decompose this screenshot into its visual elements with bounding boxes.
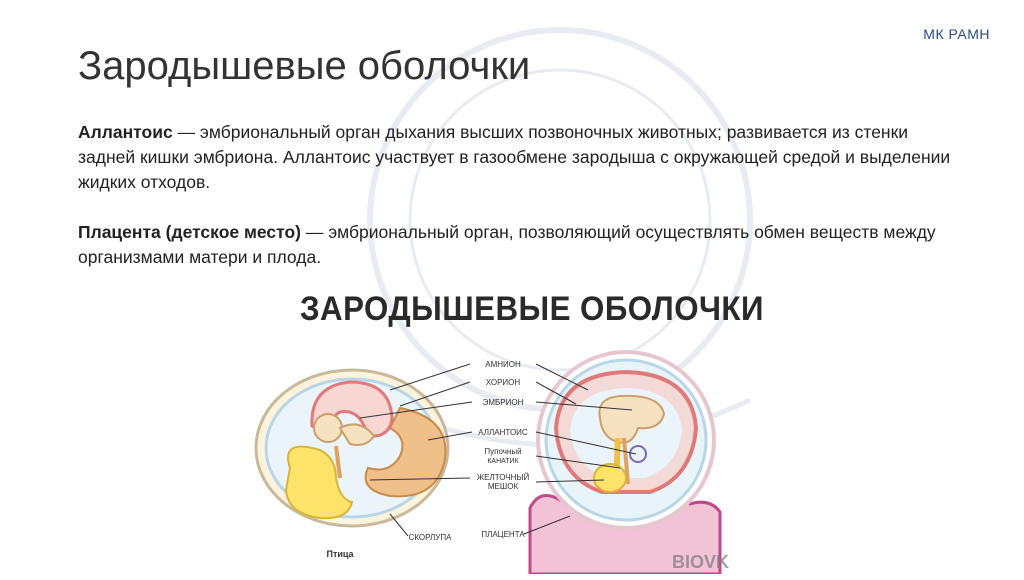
label-placenta: ПЛАЦЕНТА — [481, 530, 525, 539]
placenta-term: Плацента (детское место) — [78, 222, 302, 242]
label-chorion: ХОРИОН — [486, 378, 521, 387]
embryonic-membranes-diagram: АМНИОН ХОРИОН ЭМБРИОН АЛЛАНТОИС Пупочный… — [254, 350, 729, 574]
label-cord-2: КАНАТИК — [487, 458, 519, 465]
placenta-text: — эмбриональный орган, позволяющий осуще… — [78, 222, 936, 267]
label-yolk-2: МЕШОК — [488, 482, 519, 491]
label-cord-1: Пупочный — [484, 447, 521, 456]
allantois-paragraph: Аллантоис — эмбриональный орган дыхания … — [78, 120, 958, 195]
label-allantois: АЛЛАНТОИС — [478, 428, 528, 437]
label-bird: Птица — [326, 549, 354, 559]
figure-title: ЗАРОДЫШЕВЫЕ ОБОЛОЧКИ — [300, 290, 764, 328]
label-amnion: АМНИОН — [485, 360, 521, 369]
placenta-paragraph: Плацента (детское место) — эмбриональный… — [78, 220, 958, 270]
label-embryo: ЭМБРИОН — [483, 398, 524, 407]
bird-egg-illustration — [254, 368, 450, 528]
allantois-text: — эмбриональный орган дыхания высших поз… — [78, 122, 951, 192]
brand-label: МК РАМН — [923, 26, 990, 42]
leader-lines — [359, 363, 637, 537]
label-watermark: BIOVK — [672, 552, 729, 572]
label-shell: СКОРЛУПА — [409, 533, 453, 542]
mammal-embryo-illustration — [528, 350, 722, 574]
page-title: Зародышевые оболочки — [78, 44, 531, 88]
allantois-term: Аллантоис — [78, 122, 173, 142]
label-yolk-1: ЖЕЛТОЧНЫЙ — [477, 473, 530, 482]
